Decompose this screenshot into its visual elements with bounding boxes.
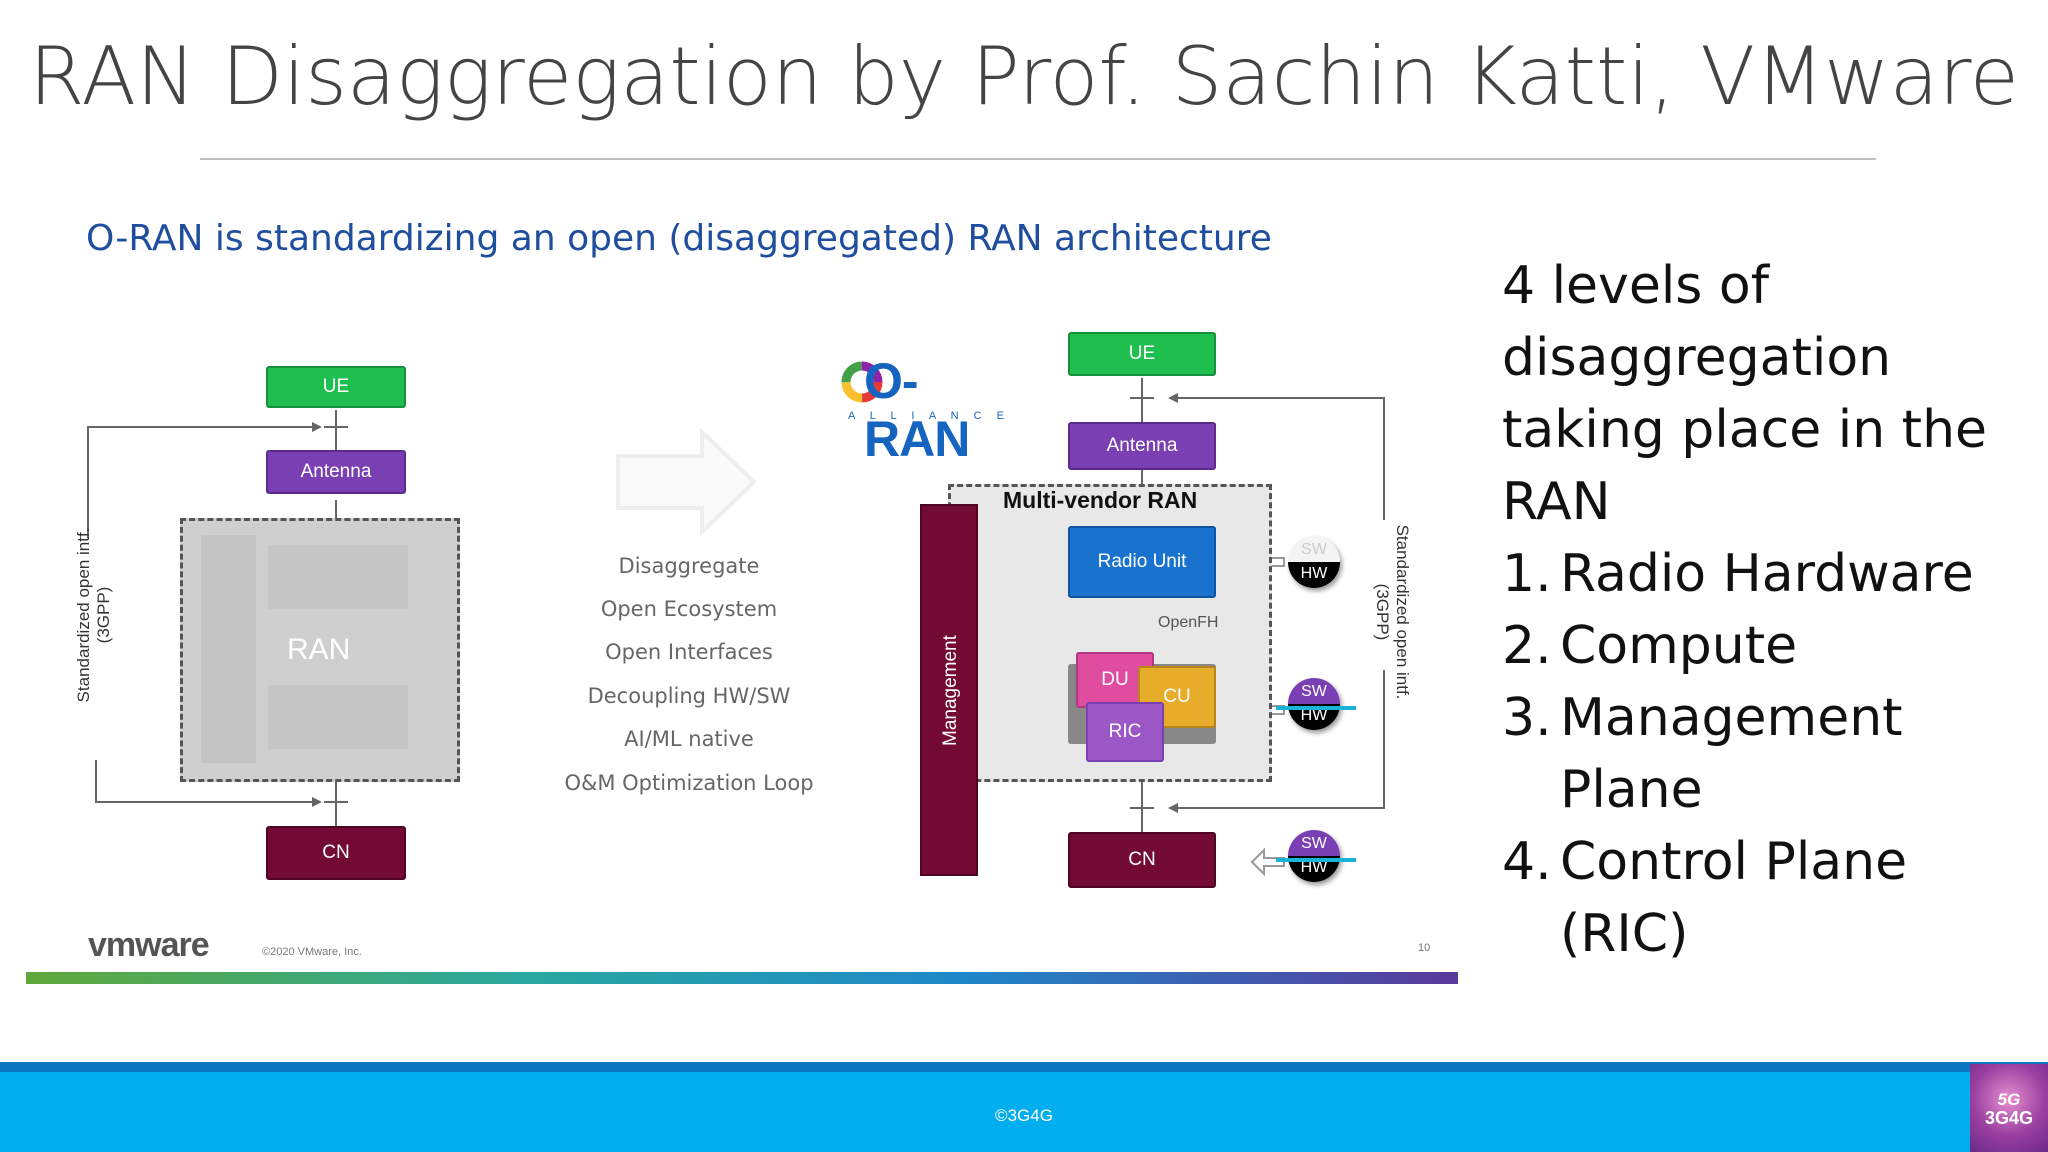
slide-page-number: 10 (1418, 942, 1431, 954)
openfh-label: OpenFH (1158, 614, 1219, 631)
left-side-label: Standardized open intf. (3GPP) (74, 527, 113, 703)
ran-inner-block (268, 545, 408, 609)
list-text: Management (1560, 688, 1903, 748)
ran-label: RAN (287, 633, 351, 666)
right-antenna-box: Antenna (1068, 422, 1216, 470)
sw-hw-divider-line (1276, 706, 1356, 710)
sw-hw-badge: SW HW (1288, 536, 1340, 588)
oran-ring-icon (841, 361, 883, 403)
left-diagram-connectors (87, 410, 348, 828)
slide-footer-gradient-bar (26, 972, 1458, 984)
ran-inner-block (201, 535, 256, 763)
bottom-bar: ©3G4G (0, 1072, 2048, 1152)
left-ran-box: RAN (180, 518, 460, 782)
list-text: Control Plane (RIC) (1560, 832, 1908, 964)
list-number: 2. (1502, 616, 1552, 676)
3g4g-logo: 5G 3G4G (1970, 1064, 2048, 1152)
intro-line: RAN (1502, 472, 1611, 532)
radio-unit-box: Radio Unit (1068, 526, 1216, 598)
list-item: O&M Optimization Loop (564, 771, 814, 795)
list-item: Open Interfaces (605, 640, 773, 664)
intro-line: taking place in the (1502, 400, 1988, 460)
list-item: Decoupling HW/SW (587, 684, 791, 708)
multi-vendor-ran-label: Multi-vendor RAN (1003, 487, 1198, 513)
title-divider (200, 158, 1876, 160)
sw-hw-divider-line (1276, 858, 1356, 862)
slide-copyright: ©2020 VMware, Inc. (262, 946, 362, 958)
management-label: Management (940, 635, 961, 746)
slide-heading: O-RAN is standardizing an open (disaggre… (86, 218, 1272, 259)
ric-box: RIC (1086, 702, 1164, 762)
intro-line: disaggregation (1502, 328, 1892, 388)
left-ue-box: UE (266, 366, 406, 408)
left-antenna-box: Antenna (266, 450, 406, 494)
right-side-label: Standardized open intf. (3GPP) (1373, 524, 1412, 700)
list-text: Compute (1560, 616, 1798, 676)
bottom-copyright: ©3G4G (995, 1106, 1053, 1125)
intro-line: 4 levels of (1502, 256, 1770, 316)
left-cn-box: CN (266, 826, 406, 880)
right-ue-box: UE (1068, 332, 1216, 376)
bottom-bar-stripe (0, 1062, 2048, 1072)
list-item: Open Ecosystem (600, 597, 778, 621)
list-text: Plane (1560, 760, 1703, 820)
oran-alliance-text: A L L I A N C E (848, 410, 1010, 422)
oran-logo: O-RAN A L L I A N C E (838, 353, 1018, 467)
ran-inner-block (268, 685, 408, 749)
list-item: Disaggregate (618, 554, 760, 578)
list-text: Radio Hardware (1560, 544, 1974, 604)
oran-logo-text: O-RAN (864, 353, 970, 467)
list-number: 4. (1502, 832, 1552, 892)
list-item: AI/ML native (624, 727, 754, 751)
vmware-logo: vmware (88, 926, 210, 964)
sw-hw-badge: SW HW (1288, 678, 1340, 730)
list-number: 1. (1502, 544, 1552, 604)
list-number: 3. (1502, 688, 1552, 748)
sw-hw-badge: SW HW (1288, 830, 1340, 882)
management-bar: Management (920, 504, 978, 876)
page-title: RAN Disaggregation by Prof. Sachin Katti… (29, 30, 2019, 123)
right-cn-box: CN (1068, 832, 1216, 888)
arrow-right-icon (616, 428, 757, 537)
